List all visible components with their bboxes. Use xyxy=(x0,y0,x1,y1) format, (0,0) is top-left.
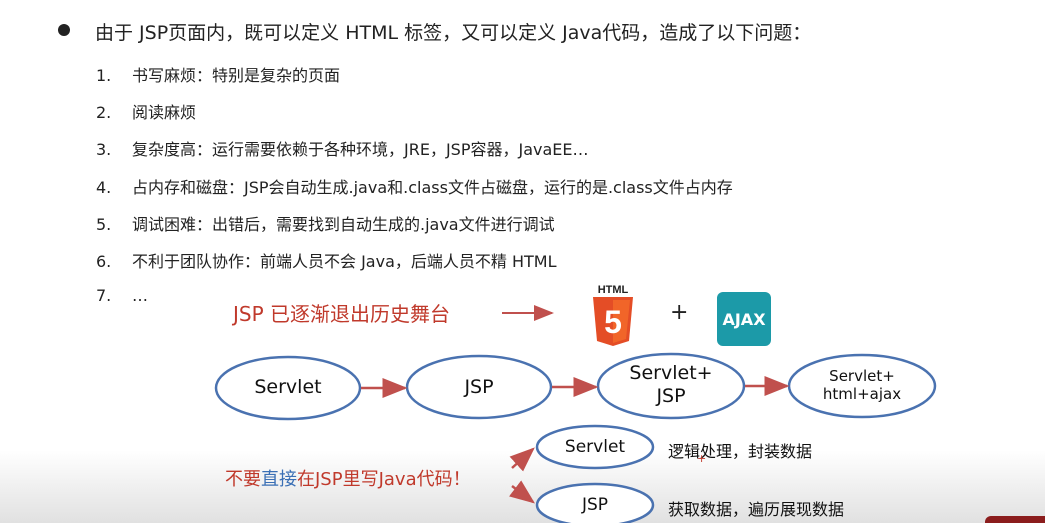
svg-text:5: 5 xyxy=(604,304,622,340)
list-text: 阅读麻烦 xyxy=(132,103,197,122)
split-servlet-label: Servlet xyxy=(564,437,626,457)
list-number: 7. xyxy=(96,286,112,305)
node-servlet xyxy=(214,355,362,421)
label-line: JSP xyxy=(656,384,686,407)
label-line: Servlet+ xyxy=(629,362,713,384)
node-servlet-jsp-label: Servlet+ JSP xyxy=(598,362,744,408)
list-number: 2. xyxy=(96,103,112,122)
list-item: 5. 调试困难：出错后，需要找到自动生成的.java文件进行调试 xyxy=(96,211,555,235)
html5-icon: HTML 5 xyxy=(593,284,633,346)
list-item: 6. 不利于团队协作：前端人员不会 Java，后端人员不精 HTML xyxy=(96,248,557,272)
label-line: Servlet+ xyxy=(829,367,895,385)
list-text: 调试困难：出错后，需要找到自动生成的.java文件进行调试 xyxy=(132,215,555,234)
list-number: 4. xyxy=(96,178,112,197)
servlet-note: 逻辑处理，封装数据 xyxy=(668,442,813,461)
list-text: 占内存和磁盘：JSP会自动生成.java和.class文件占磁盘，运行的是.cl… xyxy=(132,178,733,197)
list-item: 7. … xyxy=(96,286,148,305)
node-split-servlet xyxy=(535,424,655,470)
warning-highlight: 直接 xyxy=(261,469,297,490)
plus-sign: + xyxy=(670,300,689,325)
list-item: 4. 占内存和磁盘：JSP会自动生成.java和.class文件占磁盘，运行的是.… xyxy=(96,174,733,198)
list-number: 5. xyxy=(96,215,112,234)
list-item: 3. 复杂度高：运行需要依赖于各种环境，JRE，JSP容器，JavaEE… xyxy=(96,136,589,160)
corner-mark xyxy=(985,516,1045,523)
list-item: 2. 阅读麻烦 xyxy=(96,99,196,123)
tiny-plus: + xyxy=(697,452,707,465)
html5-logo: HTML 5 xyxy=(590,283,636,347)
list-number: 3. xyxy=(96,140,112,159)
ajax-logo: AJAX xyxy=(717,292,771,346)
bullet-dot xyxy=(58,24,70,36)
list-number: 6. xyxy=(96,252,112,271)
node-servlet-label: Servlet xyxy=(254,376,322,398)
html5-label: HTML xyxy=(598,284,629,296)
list-number: 1. xyxy=(96,66,112,85)
label-line: html+ajax xyxy=(822,385,902,403)
node-split-jsp xyxy=(535,482,655,523)
heading: 由于 JSP页面内，既可以定义 HTML 标签，又可以定义 Java代码，造成了… xyxy=(95,22,812,44)
list-text: 复杂度高：运行需要依赖于各种环境，JRE，JSP容器，JavaEE… xyxy=(132,140,589,159)
warning-text: 不要直接在JSP里写Java代码！ xyxy=(225,465,471,491)
tagline: JSP 已逐渐退出历史舞台 xyxy=(233,302,451,326)
split-arrow-up xyxy=(509,447,535,472)
list-text: 书写麻烦：特别是复杂的页面 xyxy=(132,66,341,85)
node-servlet-html-ajax-label: Servlet+ html+ajax xyxy=(789,367,935,403)
node-jsp-label: JSP xyxy=(464,376,494,398)
split-jsp-label: JSP xyxy=(581,495,609,515)
list-text: … xyxy=(132,286,148,305)
warning-part: 不要 xyxy=(225,469,261,490)
warning-part: 在JSP里写Java代码！ xyxy=(297,469,471,490)
list-text: 不利于团队协作：前端人员不会 Java，后端人员不精 HTML xyxy=(132,252,557,271)
split-arrow-down xyxy=(509,480,535,504)
list-item: 1. 书写麻烦：特别是复杂的页面 xyxy=(96,62,340,86)
jsp-note: 获取数据，遍历展现数据 xyxy=(668,500,845,519)
